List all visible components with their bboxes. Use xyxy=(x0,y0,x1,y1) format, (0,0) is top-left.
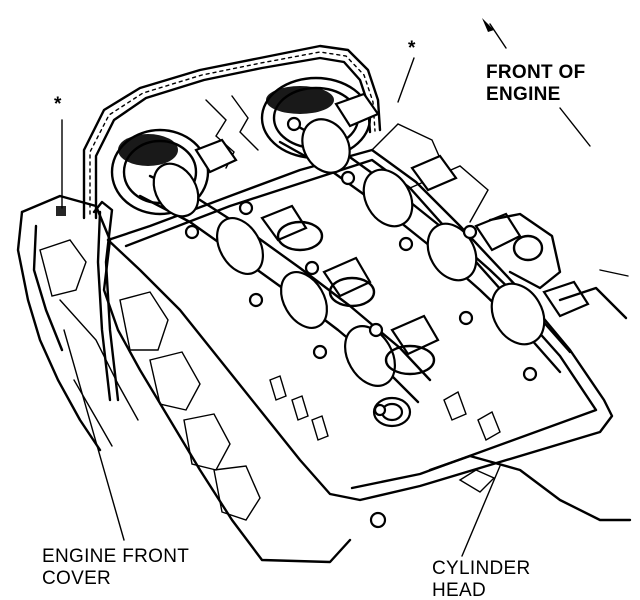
cylinder-head-label-line1: CYLINDER xyxy=(432,558,530,579)
valve-ports xyxy=(269,220,501,442)
front-of-engine-label-line1: FRONT OF xyxy=(486,62,586,83)
front-of-engine-label-line2: ENGINE xyxy=(486,84,561,105)
bearing-caps xyxy=(194,92,590,356)
engine-front-cover-label-line2: COVER xyxy=(42,568,111,589)
cylinder-head-label-line2: HEAD xyxy=(432,580,486,600)
timing-chain xyxy=(82,44,382,220)
right-camshaft xyxy=(278,118,572,374)
leader-lines xyxy=(61,18,591,557)
engine-front-cover-label-line1: ENGINE FRONT xyxy=(42,546,189,567)
exhaust-manifold xyxy=(369,212,632,529)
bolts xyxy=(184,116,538,417)
asterisk-left: * xyxy=(54,94,62,115)
asterisk-right: * xyxy=(408,38,416,59)
dipstick-tube xyxy=(92,200,120,402)
